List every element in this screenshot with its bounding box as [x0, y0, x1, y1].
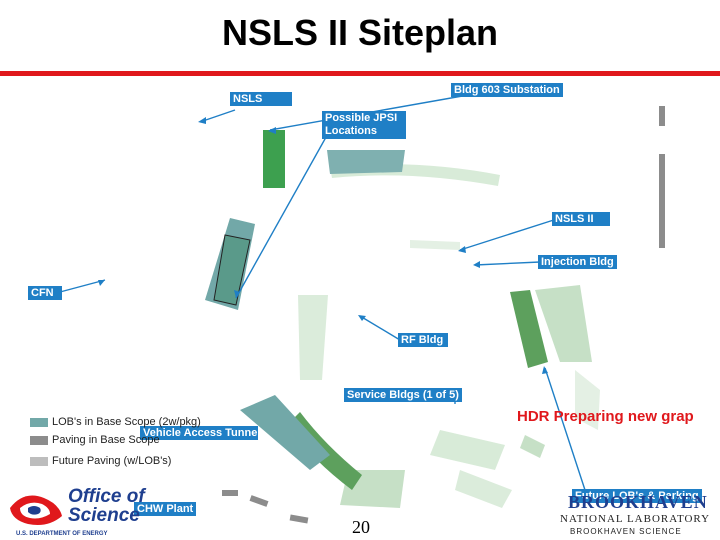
hdr-note: HDR Preparing new grap [517, 408, 694, 425]
label-bldg603: Bldg 603 Substation [451, 83, 563, 97]
legend-swatch [30, 435, 48, 445]
arrow-future-lob [544, 367, 586, 491]
legend-item-future-paving: Future Paving (w/LOB's) [30, 455, 171, 467]
title-divider [0, 71, 720, 76]
legend-item-lob: LOB's in Base Scope (2w/pkg) [30, 416, 201, 428]
doe-office-text: Office of [68, 486, 145, 507]
arrow-rf [359, 315, 401, 341]
legend-text: LOB's in Base Scope (2w/pkg) [52, 416, 201, 428]
arrow-cfn [59, 279, 106, 293]
page-number: 20 [352, 517, 370, 537]
legend-swatch [30, 456, 48, 466]
legend-swatch [30, 417, 48, 427]
ring-segment-bottom [430, 430, 505, 470]
label-service: Service Bldgs (1 of 5) [344, 388, 462, 402]
nsls-building [263, 130, 285, 188]
ring-segment-right3 [575, 370, 600, 430]
cfn-building [213, 234, 251, 306]
label-vehicle: Vehicle Access Tunnel [140, 426, 260, 440]
ring-segment-top2 [410, 240, 460, 250]
paving-dash-1 [249, 495, 269, 507]
ring-segment-left [298, 295, 328, 380]
bnl-logo-lab: NATIONAL LABORATORY [560, 513, 711, 525]
bnl-logo-science: BROOKHAVEN SCIENCE [570, 527, 682, 536]
arrow-nsls2 [459, 217, 561, 251]
label-future-lob: Future LOB's & Parking [572, 489, 702, 503]
arrow-injection [474, 261, 541, 266]
ring-segment-right [510, 290, 548, 368]
label-nsls2: NSLS II [552, 212, 610, 226]
label-cfn: CFN [28, 286, 62, 300]
ring-segment-right2 [535, 285, 592, 362]
label-rf: RF Bldg [398, 333, 448, 347]
legend-text: Paving in Base Scope [52, 434, 160, 446]
ring-segment-bottomright [455, 470, 512, 508]
label-chw: CHW Plant [134, 502, 196, 516]
paving-dash-2 [289, 514, 309, 524]
legend-item-paving: Paving in Base Scope [30, 434, 160, 446]
label-jpsi: Possible JPSI Locations [322, 111, 406, 139]
label-injection: Injection Bldg [538, 255, 617, 269]
arrow-jpsi-cfn [235, 129, 331, 299]
doe-logo-icon [6, 490, 66, 528]
paving-right-2 [659, 154, 665, 248]
jpsi-location [327, 150, 405, 174]
paving-dash-3 [222, 490, 238, 496]
bnl-logo-name: BROOKHAVEN [568, 492, 708, 512]
leader-arrows [59, 94, 586, 491]
lob-area [240, 395, 330, 470]
doe-science-text: Science [68, 505, 140, 526]
page-title: NSLS II Siteplan [221, 12, 499, 53]
legend-text: Future Paving (w/LOB's) [52, 455, 172, 467]
label-nsls: NSLS [230, 92, 292, 106]
ring-segment-small [520, 435, 545, 458]
doe-subtitle: U.S. DEPARTMENT OF ENERGY [16, 531, 108, 537]
arrow-heads [98, 117, 548, 374]
paving-right-1 [659, 106, 665, 126]
